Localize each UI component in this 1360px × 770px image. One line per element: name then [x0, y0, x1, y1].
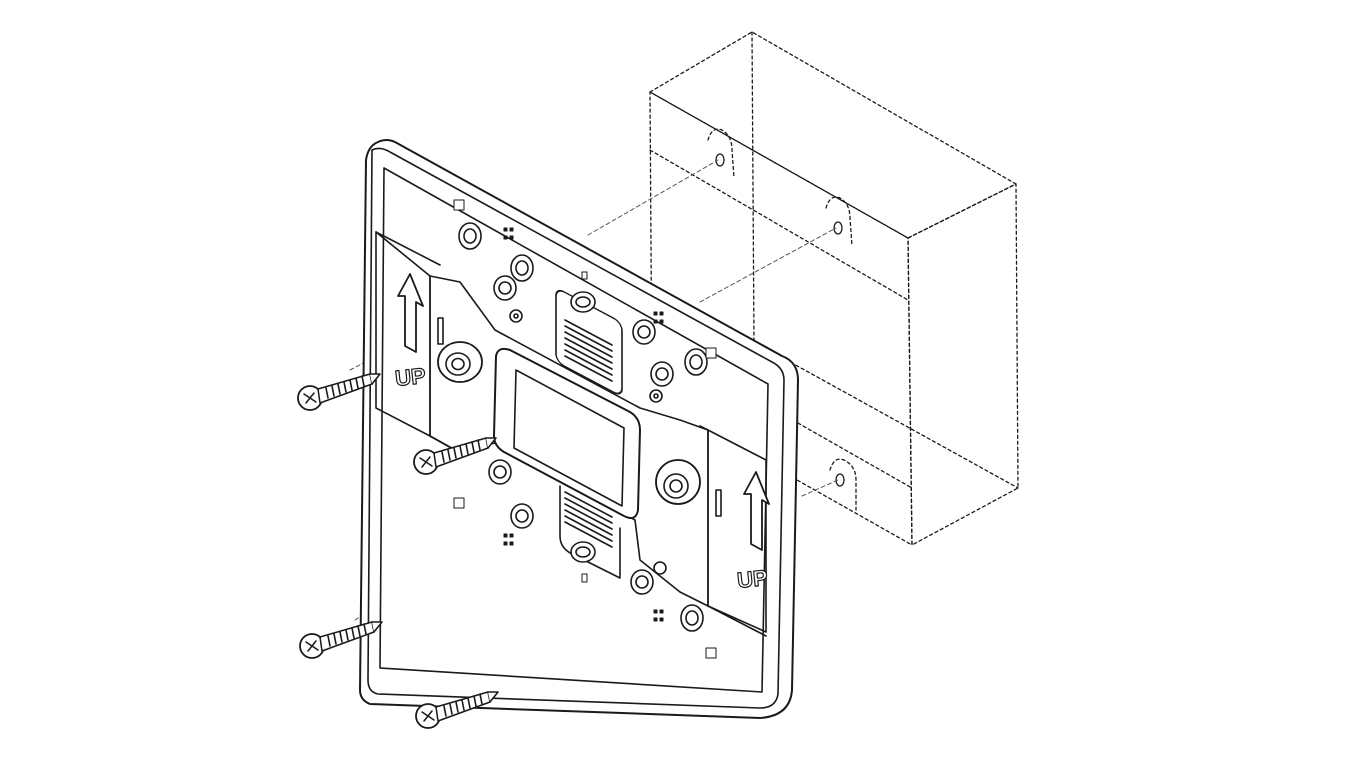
small-holes	[509, 309, 667, 575]
square-markers	[453, 199, 717, 659]
right-boss	[655, 459, 701, 505]
up-arrow-right	[743, 471, 770, 551]
up-label-left: UP	[394, 363, 427, 391]
plate-inner-panel	[379, 167, 769, 693]
up-arrow-left	[397, 273, 424, 353]
center-opening-inner	[513, 369, 625, 507]
box-mounting-ears	[707, 128, 857, 511]
box-ear-bottom	[829, 458, 857, 511]
side-slots	[437, 317, 722, 517]
left-boss	[437, 341, 483, 383]
up-label-right: UP	[736, 565, 769, 593]
box-top-face	[649, 31, 1017, 239]
upper-spring-latch	[555, 289, 623, 395]
mounting-plate	[359, 139, 799, 719]
box-ear-top-right	[825, 196, 853, 247]
screw-holes	[458, 222, 708, 632]
box-right-face	[907, 183, 1019, 546]
box-ear-top-left	[707, 128, 735, 179]
lower-spring-latch	[559, 485, 621, 579]
center-opening-outer	[493, 347, 641, 519]
